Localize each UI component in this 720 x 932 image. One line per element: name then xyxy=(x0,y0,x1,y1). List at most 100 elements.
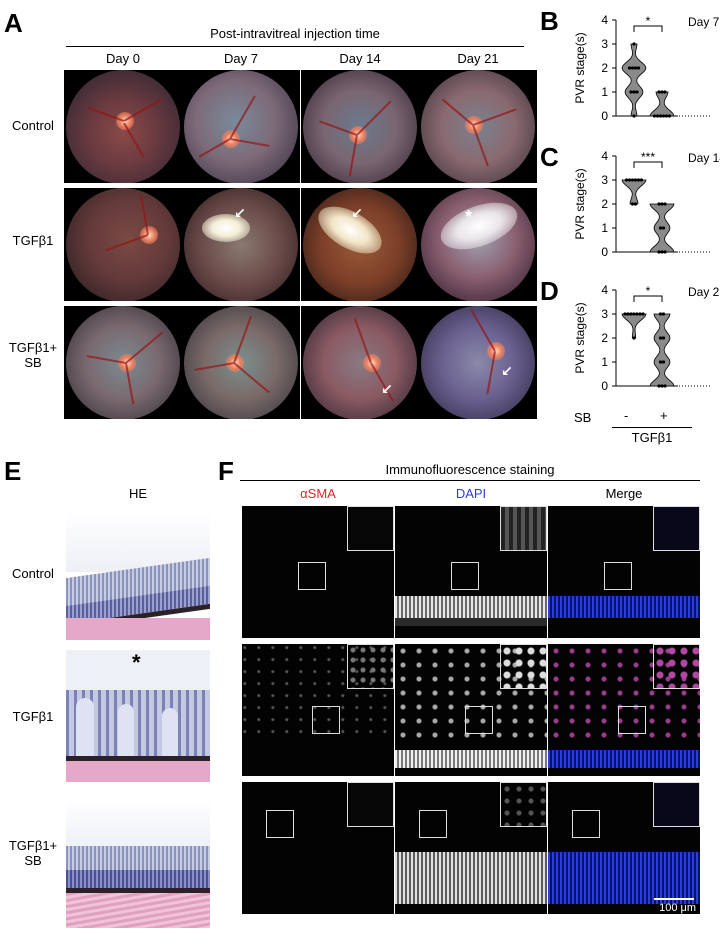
arrow-icon: ↙ xyxy=(501,363,513,379)
data-point xyxy=(661,312,666,316)
col-label-dapi: DAPI xyxy=(455,486,487,501)
y-tick-label: 1 xyxy=(601,221,608,235)
data-point xyxy=(633,202,638,206)
panel-label-b: B xyxy=(540,6,559,36)
significance-label: * xyxy=(646,284,651,298)
data-point xyxy=(660,202,664,206)
violin-series-0 xyxy=(621,313,647,339)
data-point xyxy=(661,336,666,340)
y-axis-label: PVR stage(s) xyxy=(573,302,587,373)
he-row-label-tgfb1-sb: TGFβ1+ SB xyxy=(8,838,58,868)
data-point xyxy=(632,312,636,316)
data-point xyxy=(623,312,627,316)
data-point xyxy=(630,202,635,206)
fundus-tgfb1-sb-day21: ↙ xyxy=(419,306,537,419)
panel-label-f: F xyxy=(218,456,234,486)
data-point xyxy=(657,250,661,254)
fundus-tgfb1-sb-day14: ↙ xyxy=(301,306,419,419)
panel-e-title: HE xyxy=(128,486,148,501)
y-tick-label: 1 xyxy=(601,85,608,99)
asterisk-icon: * xyxy=(465,207,473,227)
scale-bar xyxy=(654,898,694,900)
he-asterisk: * xyxy=(132,650,141,675)
data-point xyxy=(632,90,636,94)
data-point xyxy=(657,202,661,206)
if-merge-control xyxy=(548,506,700,638)
data-point xyxy=(632,42,636,46)
if-dapi-tgfb1-sb xyxy=(395,782,547,914)
data-point xyxy=(633,66,638,70)
fundus-tgfb1-day14: ↙ xyxy=(301,188,419,301)
data-point xyxy=(664,114,669,118)
fundus-tgfb1-sb-day7 xyxy=(182,306,300,419)
if-dapi-tgfb1 xyxy=(395,644,547,776)
if-asma-control xyxy=(242,506,394,638)
data-point xyxy=(663,90,667,94)
data-point xyxy=(667,114,672,118)
data-point xyxy=(627,66,632,70)
violin-series-1 xyxy=(649,313,675,387)
row-label-tgfb1: TGFβ1 xyxy=(12,233,54,248)
data-point xyxy=(658,336,663,340)
data-point xyxy=(636,66,641,70)
data-point xyxy=(630,178,635,182)
he-image-tgfb1: * xyxy=(66,650,210,782)
fundus-tgfb1-day0 xyxy=(64,188,182,301)
y-tick-label: 2 xyxy=(601,331,608,345)
y-tick-label: 0 xyxy=(601,379,608,393)
chart-title: Day 7 xyxy=(688,15,720,29)
row-label-tgfb1-sb: TGFβ1+ SB xyxy=(8,340,58,370)
y-tick-label: 1 xyxy=(601,355,608,369)
arrow-icon: ↙ xyxy=(351,205,363,221)
data-point xyxy=(660,384,664,388)
data-point xyxy=(658,360,663,364)
data-point xyxy=(632,336,636,340)
data-point xyxy=(657,384,661,388)
data-point xyxy=(658,226,663,230)
data-point xyxy=(635,90,639,94)
data-point xyxy=(626,312,630,316)
data-point xyxy=(652,114,657,118)
data-point xyxy=(660,250,664,254)
data-point xyxy=(632,114,636,118)
panel-label-a: A xyxy=(4,8,23,38)
data-point xyxy=(655,114,660,118)
day-label-21: Day 21 xyxy=(457,51,499,66)
data-point xyxy=(658,312,663,316)
data-point xyxy=(661,226,666,230)
data-point xyxy=(663,202,667,206)
day-label-0: Day 0 xyxy=(106,51,140,66)
panel-label-d: D xyxy=(540,276,559,306)
scale-bar-label: 100 μm xyxy=(659,902,696,914)
y-tick-label: 2 xyxy=(601,61,608,75)
data-point xyxy=(641,312,645,316)
data-point xyxy=(633,178,638,182)
if-asma-tgfb1 xyxy=(242,644,394,776)
significance-label: * xyxy=(646,14,651,28)
data-point xyxy=(663,384,667,388)
chart-title: Day 21 xyxy=(688,285,720,299)
data-point xyxy=(636,178,641,182)
y-tick-label: 3 xyxy=(601,37,608,51)
fundus-tgfb1-day21: * xyxy=(419,188,537,301)
fundus-control-day14 xyxy=(301,70,419,183)
if-dapi-control xyxy=(395,506,547,638)
violin-series-1 xyxy=(649,91,675,117)
he-image-control xyxy=(66,510,210,640)
sb-plus: + xyxy=(660,408,668,423)
data-point xyxy=(630,66,635,70)
significance-bracket xyxy=(633,161,663,168)
he-image-tgfb1-sb xyxy=(66,800,210,928)
fundus-control-day0 xyxy=(64,70,182,183)
group-label: TGFβ1 xyxy=(631,430,673,445)
panel-label-c: C xyxy=(540,142,559,172)
fundus-tgfb1-day7: ↙ xyxy=(182,188,300,301)
panel-f-header-rule xyxy=(240,480,700,481)
data-point xyxy=(638,312,642,316)
data-point xyxy=(661,360,666,364)
sb-minus: - xyxy=(624,408,629,423)
panel-a-header: Post-intravitreal injection time xyxy=(210,26,380,41)
